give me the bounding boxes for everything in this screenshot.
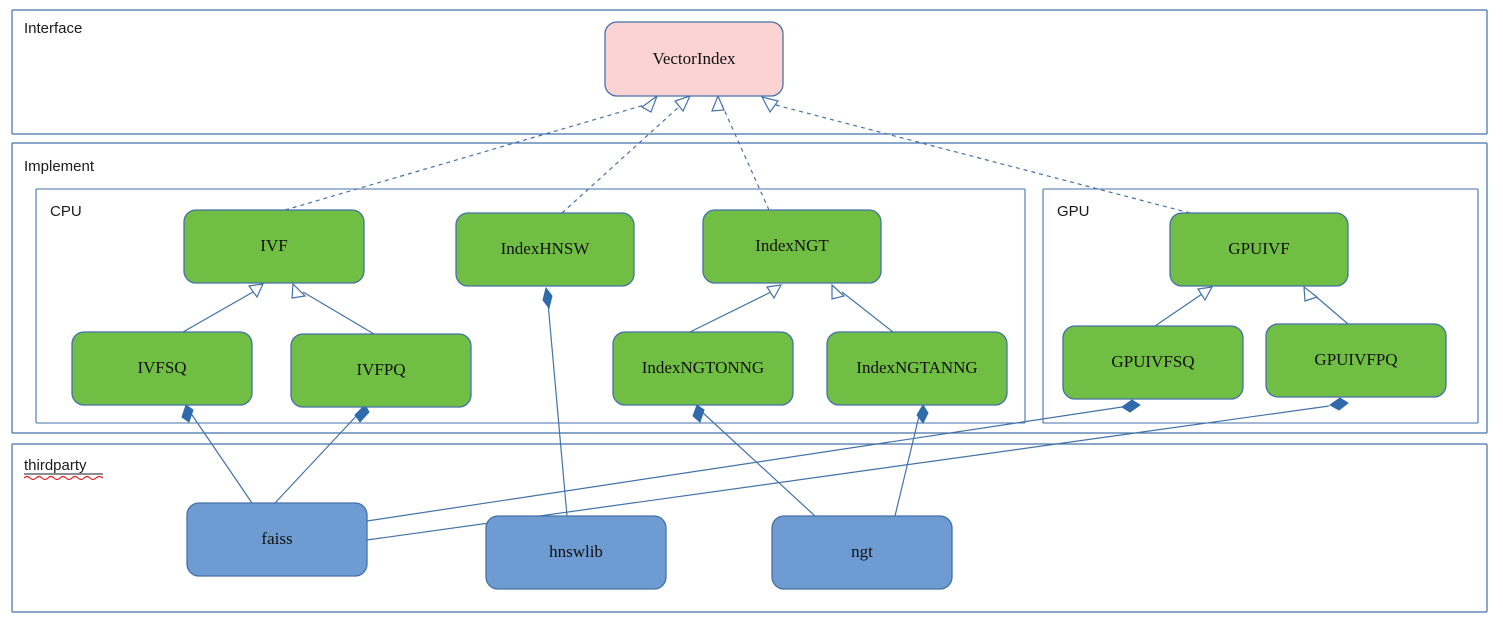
edge-hnswlib-to-indexhnsw bbox=[547, 302, 568, 517]
node-gpuivfpq-label: GPUIVFPQ bbox=[1314, 350, 1397, 369]
container-implement-label: Implement bbox=[24, 158, 95, 175]
node-ngt[interactable]: ngt bbox=[771, 515, 953, 590]
node-ivfsq-rect[interactable] bbox=[71, 331, 253, 406]
node-ivf-rect[interactable] bbox=[183, 209, 365, 284]
node-ivfpq-label: IVFPQ bbox=[356, 360, 405, 379]
edge-faiss-to-ivfsq bbox=[189, 411, 253, 504]
node-indexngtanng-rect[interactable] bbox=[826, 331, 1008, 406]
node-vectorindex-rect[interactable] bbox=[604, 21, 784, 97]
edge-group-generalization bbox=[182, 282, 1349, 335]
edge-ivfpq-to-ivf bbox=[302, 291, 375, 335]
edge-ivf-to-vectorindex bbox=[284, 103, 649, 211]
edge-gpuivfpq-to-gpuivf bbox=[1312, 293, 1349, 325]
arrowhead-indexngt-to-vectorindex bbox=[711, 94, 725, 112]
container-gpu-label: GPU bbox=[1057, 203, 1090, 220]
arrowhead-indexhnsw-to-vectorindex bbox=[673, 94, 692, 113]
node-indexngtanng-label: IndexNGTANNG bbox=[856, 358, 977, 377]
arrowhead-ivf-to-vectorindex bbox=[640, 94, 659, 113]
node-faiss-rect[interactable] bbox=[186, 502, 368, 577]
edge-faiss-to-gpuivfsq bbox=[366, 406, 1123, 522]
node-hnswlib[interactable]: hnswlib bbox=[485, 515, 667, 590]
node-gpuivfsq-rect[interactable] bbox=[1062, 325, 1244, 400]
diamond-faiss-to-gpuivfpq bbox=[1329, 397, 1349, 411]
node-indexhnsw-label: IndexHNSW bbox=[501, 239, 591, 258]
edge-indexngtonng-to-indexngt bbox=[689, 291, 772, 333]
node-vectorindex-label: VectorIndex bbox=[652, 49, 736, 68]
edge-ngt-to-indexngtonng bbox=[701, 411, 816, 517]
node-gpuivf-rect[interactable] bbox=[1169, 212, 1349, 287]
diamond-hnswlib-to-indexhnsw bbox=[542, 286, 553, 310]
node-indexhnsw-rect[interactable] bbox=[455, 212, 635, 287]
node-ivfsq-label: IVFSQ bbox=[137, 358, 186, 377]
edge-faiss-to-ivfpq bbox=[274, 411, 361, 504]
arrowhead-gpuivfpq-to-gpuivf bbox=[1303, 285, 1319, 302]
node-indexngtonng-label: IndexNGTONNG bbox=[642, 358, 764, 377]
node-faiss-label: faiss bbox=[261, 529, 292, 548]
container-thirdparty: thirdparty bbox=[11, 443, 1488, 613]
node-hnswlib-label: hnswlib bbox=[549, 542, 603, 561]
container-interface-label: Interface bbox=[24, 20, 82, 37]
node-gpuivf[interactable]: GPUIVF bbox=[1169, 212, 1349, 287]
node-indexngt-rect[interactable] bbox=[702, 209, 882, 284]
node-ivf[interactable]: IVF bbox=[183, 209, 365, 284]
edge-indexhnsw-to-vectorindex bbox=[561, 104, 682, 214]
edge-indexngt-to-vectorindex bbox=[721, 104, 770, 211]
node-gpuivfpq-rect[interactable] bbox=[1265, 323, 1447, 398]
arrowhead-gpuivfsq-to-gpuivf bbox=[1196, 286, 1214, 302]
node-ivfpq[interactable]: IVFPQ bbox=[290, 333, 472, 408]
edge-group-realization bbox=[284, 94, 1191, 214]
container-cpu-label: CPU bbox=[50, 203, 82, 220]
node-ivfpq-rect[interactable] bbox=[290, 333, 472, 408]
diamond-faiss-to-ivfpq bbox=[354, 404, 370, 423]
node-indexngtonng[interactable]: IndexNGTONNG bbox=[612, 331, 794, 406]
edge-ngt-to-indexngtanng bbox=[894, 411, 921, 517]
container-thirdparty-rect bbox=[11, 443, 1488, 613]
node-hnswlib-rect[interactable] bbox=[485, 515, 667, 590]
arrowhead-ivfpq-to-ivf bbox=[291, 282, 307, 299]
arrowhead-ivfsq-to-ivf bbox=[247, 283, 265, 299]
diamond-faiss-to-ivfsq bbox=[181, 404, 194, 423]
edge-indexngtanng-to-indexngt bbox=[841, 291, 894, 333]
edge-gpuivfsq-to-gpuivf bbox=[1154, 293, 1203, 327]
node-ngt-label: ngt bbox=[851, 542, 873, 561]
thirdparty-spellcheck-underline bbox=[23, 475, 104, 481]
diamond-faiss-to-gpuivfsq bbox=[1121, 399, 1141, 413]
node-gpuivfsq[interactable]: GPUIVFSQ bbox=[1062, 325, 1244, 400]
node-faiss[interactable]: faiss bbox=[186, 502, 368, 577]
node-indexngtanng[interactable]: IndexNGTANNG bbox=[826, 331, 1008, 406]
container-thirdparty-label: thirdparty bbox=[24, 457, 87, 474]
node-indexngt-label: IndexNGT bbox=[755, 236, 829, 255]
diamond-ngt-to-indexngtonng bbox=[692, 404, 705, 423]
edge-ivfsq-to-ivf bbox=[182, 291, 254, 333]
node-gpuivf-label: GPUIVF bbox=[1228, 239, 1289, 258]
arrowhead-indexngtanng-to-indexngt bbox=[831, 283, 846, 300]
node-ivfsq[interactable]: IVFSQ bbox=[71, 331, 253, 406]
node-indexhnsw[interactable]: IndexHNSW bbox=[455, 212, 635, 287]
node-gpuivfpq[interactable]: GPUIVFPQ bbox=[1265, 323, 1447, 398]
node-ngt-rect[interactable] bbox=[771, 515, 953, 590]
node-ivf-label: IVF bbox=[260, 236, 287, 255]
node-indexngtonng-rect[interactable] bbox=[612, 331, 794, 406]
node-vectorindex[interactable]: VectorIndex bbox=[604, 21, 784, 97]
node-gpuivfsq-label: GPUIVFSQ bbox=[1111, 352, 1194, 371]
node-indexngt[interactable]: IndexNGT bbox=[702, 209, 882, 284]
arrowhead-gpuivf-to-vectorindex bbox=[760, 96, 780, 114]
arrowhead-indexngtonng-to-indexngt bbox=[765, 284, 783, 300]
diamond-ngt-to-indexngtanng bbox=[916, 404, 929, 424]
